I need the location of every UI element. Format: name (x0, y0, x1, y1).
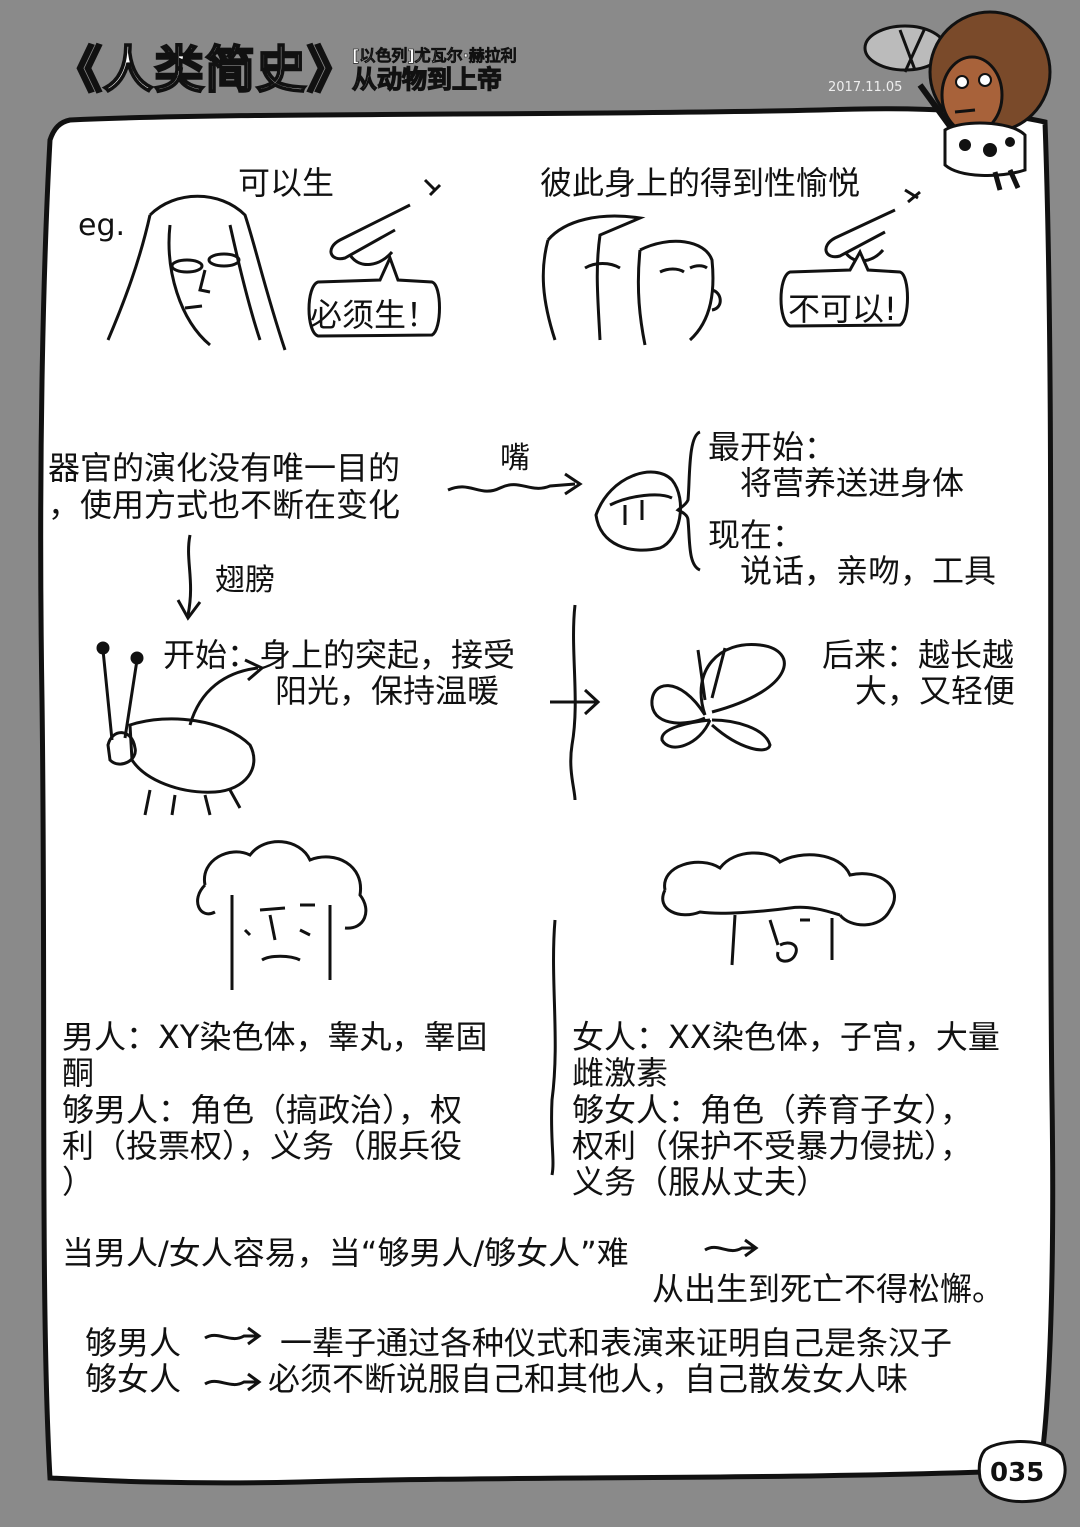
woman-line2: 雌激素 (572, 1054, 669, 1092)
eg-label: eg. (78, 208, 126, 243)
organs-main-line1: 器官的演化没有唯一目的 (48, 449, 401, 487)
wing-later-line2: 大，又轻便 (855, 672, 1016, 710)
mouth-start-label: 最开始： (708, 428, 837, 466)
woman-head-icon (661, 851, 896, 966)
summary-line2: 从出生到死亡不得松懈。 (652, 1270, 1005, 1308)
divider-icon (550, 919, 557, 1176)
left-caption: 可以生 (238, 164, 335, 202)
arrow-to-mouth-icon (447, 472, 583, 496)
book-subtitle: 从动物到上帝 (351, 64, 503, 94)
man-line3: 够男人：角色（搞政治），权 (62, 1091, 463, 1129)
enough-man-text: 一辈子通过各种仪式和表演来证明自己是条汉子 (280, 1324, 953, 1362)
mouth-label: 嘴 (500, 441, 530, 476)
woman-line5: 义务（服从丈夫） (572, 1163, 829, 1201)
enough-woman-text: 必须不断说服自己和其他人，自己散发女人味 (268, 1360, 909, 1398)
bug-icon (96, 641, 265, 816)
long-hair-face-icon (106, 194, 287, 351)
wing-label: 翅膀 (215, 563, 275, 598)
man-head-icon (196, 840, 368, 990)
woman-line1: 女人：XX染色体，子宫，大量 (572, 1018, 1000, 1056)
woman-line4: 权利（保护不受暴力侵扰）， (572, 1127, 973, 1165)
pointing-hand-icon (329, 178, 442, 266)
arrow-right-icon (204, 1326, 262, 1346)
mouth-now-label: 现在： (708, 516, 805, 554)
mouth-start-text: 将营养送进身体 (740, 464, 965, 502)
enough-woman-label: 够女人 (85, 1360, 182, 1398)
wing-later-line1: 后来：越长越 (822, 636, 1015, 674)
wing-start-line1: 开始：身上的突起，接受 (163, 636, 516, 674)
note-date: 2017.11.05 (828, 80, 903, 95)
woman-line3: 够女人：角色（养育子女）， (572, 1091, 973, 1129)
mouth-now-text: 说话，亲吻，工具 (740, 552, 997, 590)
speech-bubble-left (307, 254, 441, 338)
speech-bubble-right (779, 248, 909, 328)
arrow-right-icon (550, 688, 601, 716)
caveman-mascot-icon (863, 10, 1052, 191)
arrow-down-icon (176, 534, 202, 621)
divider-icon (569, 604, 577, 801)
enough-man-label: 够男人 (85, 1324, 182, 1362)
man-line1: 男人：XY染色体，睾丸，睾固 (62, 1018, 488, 1056)
two-faces-icon (541, 214, 722, 346)
left-bubble-text: 必须生！ (310, 296, 439, 334)
butterfly-icon (650, 642, 786, 752)
arrow-right-icon (704, 1238, 759, 1258)
right-caption: 彼此身上的得到性愉悦 (540, 164, 861, 202)
mouth-icon (594, 470, 682, 552)
book-author: [以色列]尤瓦尔·赫拉利 (352, 46, 517, 66)
man-line2: 酮 (62, 1054, 95, 1092)
wing-start-line2: 阳光，保持温暖 (275, 672, 500, 710)
right-bubble-text: 不可以! (788, 290, 897, 328)
man-line5: ） (62, 1163, 95, 1201)
book-title: 《人类简史》 (51, 40, 358, 100)
brace-icon (675, 430, 701, 572)
paper-frame (38, 106, 1056, 1486)
man-line4: 利（投票权），义务（服兵役 (62, 1127, 463, 1165)
page-number: 035 (990, 1458, 1045, 1488)
organs-main-line2: ，使用方式也不断在变化 (48, 486, 401, 524)
page-number-stone (977, 1440, 1067, 1504)
summary-line1: 当男人/女人容易，当“够男人/够女人”难 (62, 1234, 629, 1272)
arrow-right-icon (204, 1372, 262, 1392)
